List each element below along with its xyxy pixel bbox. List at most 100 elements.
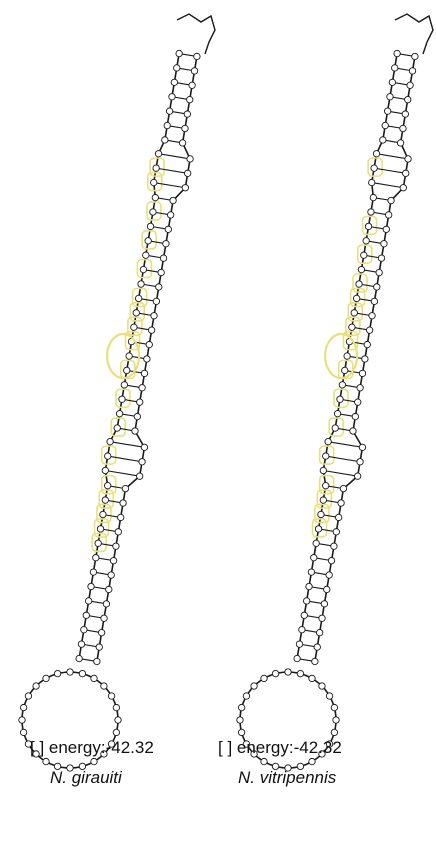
- nucleotide: [78, 641, 84, 647]
- nucleotide: [381, 241, 387, 247]
- nucleotide: [144, 356, 150, 362]
- nucleotide: [122, 485, 128, 491]
- loop-nucleotide: [331, 729, 337, 735]
- nucleotide: [170, 197, 176, 203]
- nucleotide: [394, 50, 400, 56]
- nucleotide: [182, 185, 188, 191]
- loop-nucleotide: [91, 675, 97, 681]
- loop-nucleotide: [309, 758, 315, 764]
- nucleotide: [139, 385, 145, 391]
- nucleotide: [357, 385, 363, 391]
- nucleotide: [315, 526, 321, 532]
- nucleotide: [332, 425, 338, 431]
- nucleotide: [296, 641, 302, 647]
- nucleotide: [366, 327, 372, 333]
- loop-nucleotide: [309, 675, 315, 681]
- loop-nucleotide: [331, 704, 337, 710]
- nucleotide: [104, 482, 110, 488]
- nucleotide: [162, 137, 168, 143]
- loop-nucleotide: [20, 704, 26, 710]
- nucleotide: [337, 396, 343, 402]
- nucleotide: [405, 96, 411, 102]
- base-pair-bond: [326, 456, 360, 462]
- nucleotide: [124, 367, 130, 373]
- loop-nucleotide: [333, 717, 339, 723]
- nucleotide: [294, 655, 300, 661]
- nucleotide: [98, 629, 104, 635]
- nucleotide: [338, 500, 344, 506]
- nucleotide: [371, 165, 377, 171]
- nucleotide: [340, 485, 346, 491]
- nucleotide: [361, 252, 367, 258]
- nucleotide: [322, 482, 328, 488]
- rna-hairpin-vitripennis: [218, 0, 436, 841]
- nucleotide: [385, 212, 391, 218]
- nucleotide: [402, 170, 408, 176]
- nucleotide: [110, 557, 116, 563]
- nucleotide: [134, 413, 140, 419]
- strand-tail: [177, 14, 215, 54]
- nucleotide: [382, 122, 388, 128]
- nucleotide: [106, 586, 112, 592]
- nucleotide: [353, 295, 359, 301]
- nucleotide: [365, 223, 371, 229]
- nucleotide: [119, 396, 125, 402]
- nucleotide: [136, 473, 142, 479]
- nucleotide: [359, 370, 365, 376]
- nucleotide: [339, 382, 345, 388]
- loop-nucleotide: [43, 675, 49, 681]
- structure-panel-girauiti: [ ] energy:-42.32 N. girauiti: [0, 0, 218, 841]
- nucleotide: [133, 310, 139, 316]
- nucleotide: [412, 53, 418, 59]
- loop-nucleotide: [319, 683, 325, 689]
- hairpin-group: [19, 14, 215, 771]
- nucleotide: [400, 185, 406, 191]
- loop-nucleotide: [243, 693, 249, 699]
- nucleotide: [81, 627, 87, 633]
- nucleotide: [373, 151, 379, 157]
- nucleotide: [117, 514, 123, 520]
- nucleotide: [85, 598, 91, 604]
- nucleotide: [137, 399, 143, 405]
- nucleotide: [370, 194, 376, 200]
- nucleotide: [189, 82, 195, 88]
- nucleotide: [363, 238, 369, 244]
- nucleotide: [156, 284, 162, 290]
- nucleotide: [320, 467, 326, 473]
- structure-panel-vitripennis: [ ] energy:-42.32 N. vitripennis: [218, 0, 436, 841]
- nucleotide: [158, 269, 164, 275]
- nucleotide: [174, 65, 180, 71]
- nucleotide: [166, 108, 172, 114]
- nucleotide: [380, 137, 386, 143]
- nucleotide: [194, 53, 200, 59]
- base-pair-bond: [374, 168, 406, 173]
- nucleotide: [83, 612, 89, 618]
- loop-nucleotide: [19, 717, 25, 723]
- nucleotide: [146, 341, 152, 347]
- nucleotide: [331, 543, 337, 549]
- nucleotide: [187, 156, 193, 162]
- nucleotide: [368, 209, 374, 215]
- base-pair-bond: [372, 183, 404, 188]
- nucleotide: [179, 140, 185, 146]
- base-pair-bond: [328, 442, 362, 448]
- energy-label-girauiti: [ ] energy:-42.32: [30, 738, 154, 758]
- nucleotide: [116, 410, 122, 416]
- nucleotide: [97, 526, 103, 532]
- nucleotide: [140, 266, 146, 272]
- nucleotide: [335, 514, 341, 520]
- nucleotide: [318, 511, 324, 517]
- nucleotide: [145, 238, 151, 244]
- nucleotide: [324, 586, 330, 592]
- nucleotide: [184, 170, 190, 176]
- nucleotide: [312, 658, 318, 664]
- nucleotide: [120, 500, 126, 506]
- nucleotide: [126, 353, 132, 359]
- nucleotide: [100, 511, 106, 517]
- base-pair-bond: [110, 442, 144, 448]
- base-pair-bond: [159, 154, 191, 159]
- nucleotide: [371, 298, 377, 304]
- loop-nucleotide: [238, 704, 244, 710]
- loop-nucleotide: [33, 683, 39, 689]
- nucleotide: [369, 313, 375, 319]
